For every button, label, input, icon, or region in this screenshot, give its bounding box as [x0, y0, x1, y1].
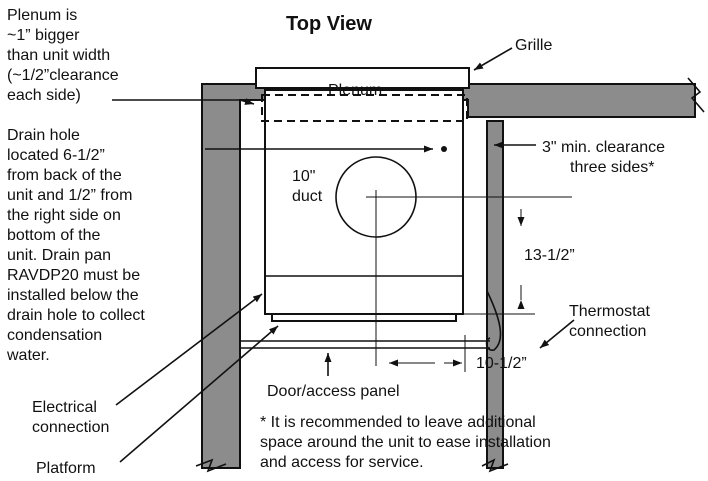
platform-outline: [239, 118, 490, 349]
right-wall: [486, 120, 504, 469]
electrical-leader: [115, 293, 263, 406]
diagram-title: Top View: [286, 13, 372, 35]
drain-hole: [441, 146, 447, 152]
clearance-label: 3" min. clearance three sides*: [542, 139, 670, 176]
door-panel-label: Door/access panel: [267, 383, 400, 400]
thermostat-label: Thermostat connection: [569, 303, 654, 340]
unit-base: [271, 313, 457, 322]
plenum-note-leader: [112, 98, 255, 105]
plenum-note: Plenum is ~1” bigger than unit width (~1…: [7, 7, 123, 104]
platform-leader: [119, 325, 279, 463]
thermostat-leader: [539, 319, 575, 349]
electrical-label: Electrical connection: [32, 399, 109, 436]
platform-label: Platform: [36, 460, 96, 477]
plenum-label: Plenum: [328, 82, 382, 99]
grille-leader: [473, 47, 513, 71]
drain-note: Drain hole located 6-1/2” from back of t…: [6, 127, 149, 364]
thermostat-wire: [485, 290, 502, 351]
dim-vertical-label: 13-1/2”: [524, 247, 575, 264]
dim-horizontal-label: 10-1/2”: [476, 355, 527, 372]
wall-break-bottom-right: [481, 458, 509, 473]
wall-break-right: [687, 77, 705, 113]
footnote: * It is recommended to leave additional …: [260, 414, 555, 471]
duct-label: 10" duct: [292, 168, 323, 205]
plenum-outline: [261, 94, 468, 122]
grille-label: Grille: [515, 37, 552, 54]
wall-break-bottom-left: [195, 458, 227, 473]
